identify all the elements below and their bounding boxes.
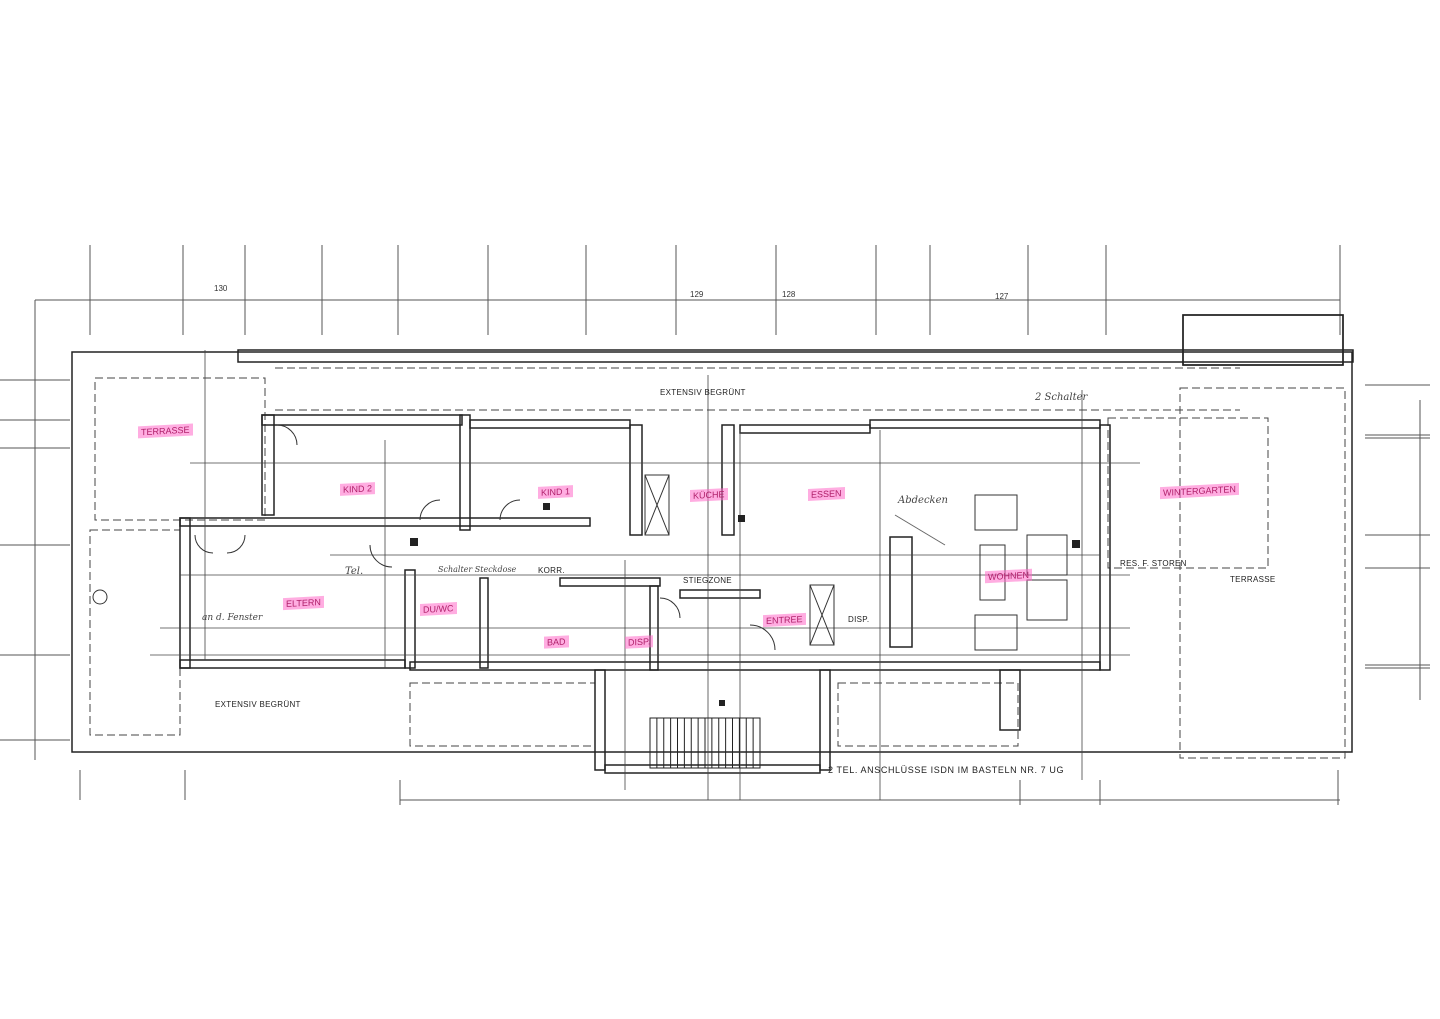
label-res-storen: RES. F. STOREN [1120, 559, 1187, 568]
axis-label-130: 130 [214, 284, 228, 293]
interior-walls [179, 414, 1111, 774]
label-stiegzone: STIEGZONE [683, 576, 732, 585]
room-bad: BAD [544, 635, 569, 649]
handwritten-tel: Tel. [345, 566, 364, 577]
axis-lines [0, 245, 1430, 805]
isdn-note: 2 TEL. ANSCHLÜSSE ISDN IM BASTELN NR. 7 … [828, 765, 1065, 775]
outer-walls [71, 314, 1354, 753]
label-disp-right: DISP. [848, 615, 870, 624]
axis-label-129: 129 [690, 290, 704, 299]
label-extensiv-bottom: EXTENSIV BEGRÜNT [215, 700, 301, 709]
axis-label-128: 128 [782, 290, 796, 299]
axis-label-127: 127 [995, 292, 1009, 301]
outlet-symbols [410, 503, 1080, 706]
room-kind-1: KIND 1 [538, 485, 574, 499]
room-wohnen: WOHNEN [985, 568, 1032, 584]
room-kind-2: KIND 2 [340, 482, 376, 496]
shaft-boxes [644, 474, 835, 646]
label-terrasse-right: TERRASSE [1230, 575, 1276, 584]
room-kueche: KÜCHE [690, 488, 728, 502]
door-swings [194, 424, 776, 651]
staircase [649, 717, 761, 769]
handwritten-tel-note: an d. Fenster [202, 613, 263, 623]
room-du-wc: DU/WC [420, 602, 457, 616]
room-eltern: ELTERN [283, 595, 324, 611]
room-disp: DISP. [625, 635, 654, 649]
label-extensiv-top: EXTENSIV BEGRÜNT [660, 388, 746, 397]
handwritten-schalter: 2 Schalter [1035, 392, 1088, 403]
label-korr: KORR. [538, 566, 565, 575]
grid-lines [150, 350, 1140, 800]
handwritten-abdecken: Abdecken [898, 495, 948, 506]
handwritten-schalter-steckdose: Schalter Steckdose [438, 565, 517, 574]
room-entree: ENTREE [763, 612, 806, 628]
drain-symbol [92, 589, 108, 605]
room-essen: ESSEN [808, 487, 845, 501]
